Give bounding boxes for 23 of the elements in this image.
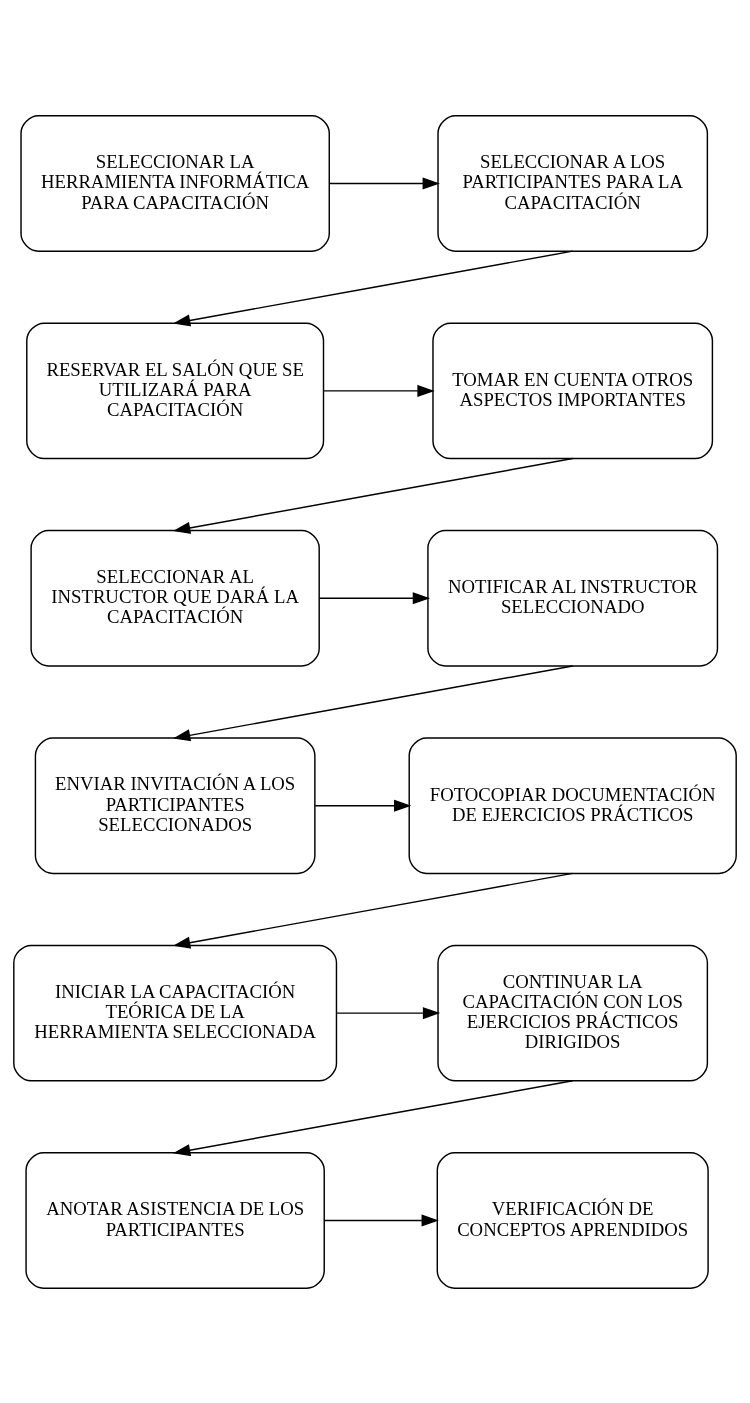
node-box: SELECCIONAR A LOS PARTICIPANTES PARA LA CAPACITACIÓN — [437, 114, 709, 252]
arrow — [323, 1214, 439, 1227]
arrow — [173, 457, 574, 534]
arrow — [173, 249, 574, 326]
node-box: NOTIFICAR AL INSTRUCTOR SELECCIONADO — [427, 529, 719, 667]
node-box: ENVIAR INVITACIÓN A LOS PARTICIPANTES SELECCIONADOS — [34, 736, 316, 874]
arrow — [173, 664, 574, 741]
node-box: RESERVAR EL SALÓN QUE SE UTILIZARÁ PARA CAPACITACIÓN — [26, 321, 325, 459]
node-box: SELECCIONAR AL INSTRUCTOR QUE DARÁ LA CAPACITACIÓN — [30, 529, 320, 667]
node-box: VERIFICACIÓN DE CONCEPTOS APRENDIDOS — [436, 1151, 709, 1289]
node-box: CONTINUAR LA CAPACITACIÓN CON LOS EJERCICIOS PRÁCTICOS DIRIGIDOS — [437, 944, 709, 1082]
arrow — [328, 176, 440, 189]
node-box: SELECCIONAR LA HERRAMIENTA INFORMÁTICA PARA CAPACITACIÓN — [20, 114, 330, 252]
node-box: ANOTAR ASISTENCIA DE LOS PARTICIPANTES — [25, 1151, 325, 1289]
arrow — [173, 872, 574, 949]
node-box: INICIAR LA CAPACITACIÓN TEÓRICA DE LA HERRAMIENTA SELECCIONADA — [13, 944, 338, 1082]
arrow — [336, 1006, 441, 1019]
arrow — [323, 384, 435, 397]
arrow — [314, 799, 412, 812]
arrow — [318, 591, 431, 604]
node-box: TOMAR EN CUENTA OTROS ASPECTOS IMPORTANTES — [432, 321, 714, 459]
arrow — [173, 1079, 574, 1156]
node-box: FOTOCOPIAR DOCUMENTACIÓN DE EJERCICIOS PRÁCTICOS — [408, 736, 737, 874]
